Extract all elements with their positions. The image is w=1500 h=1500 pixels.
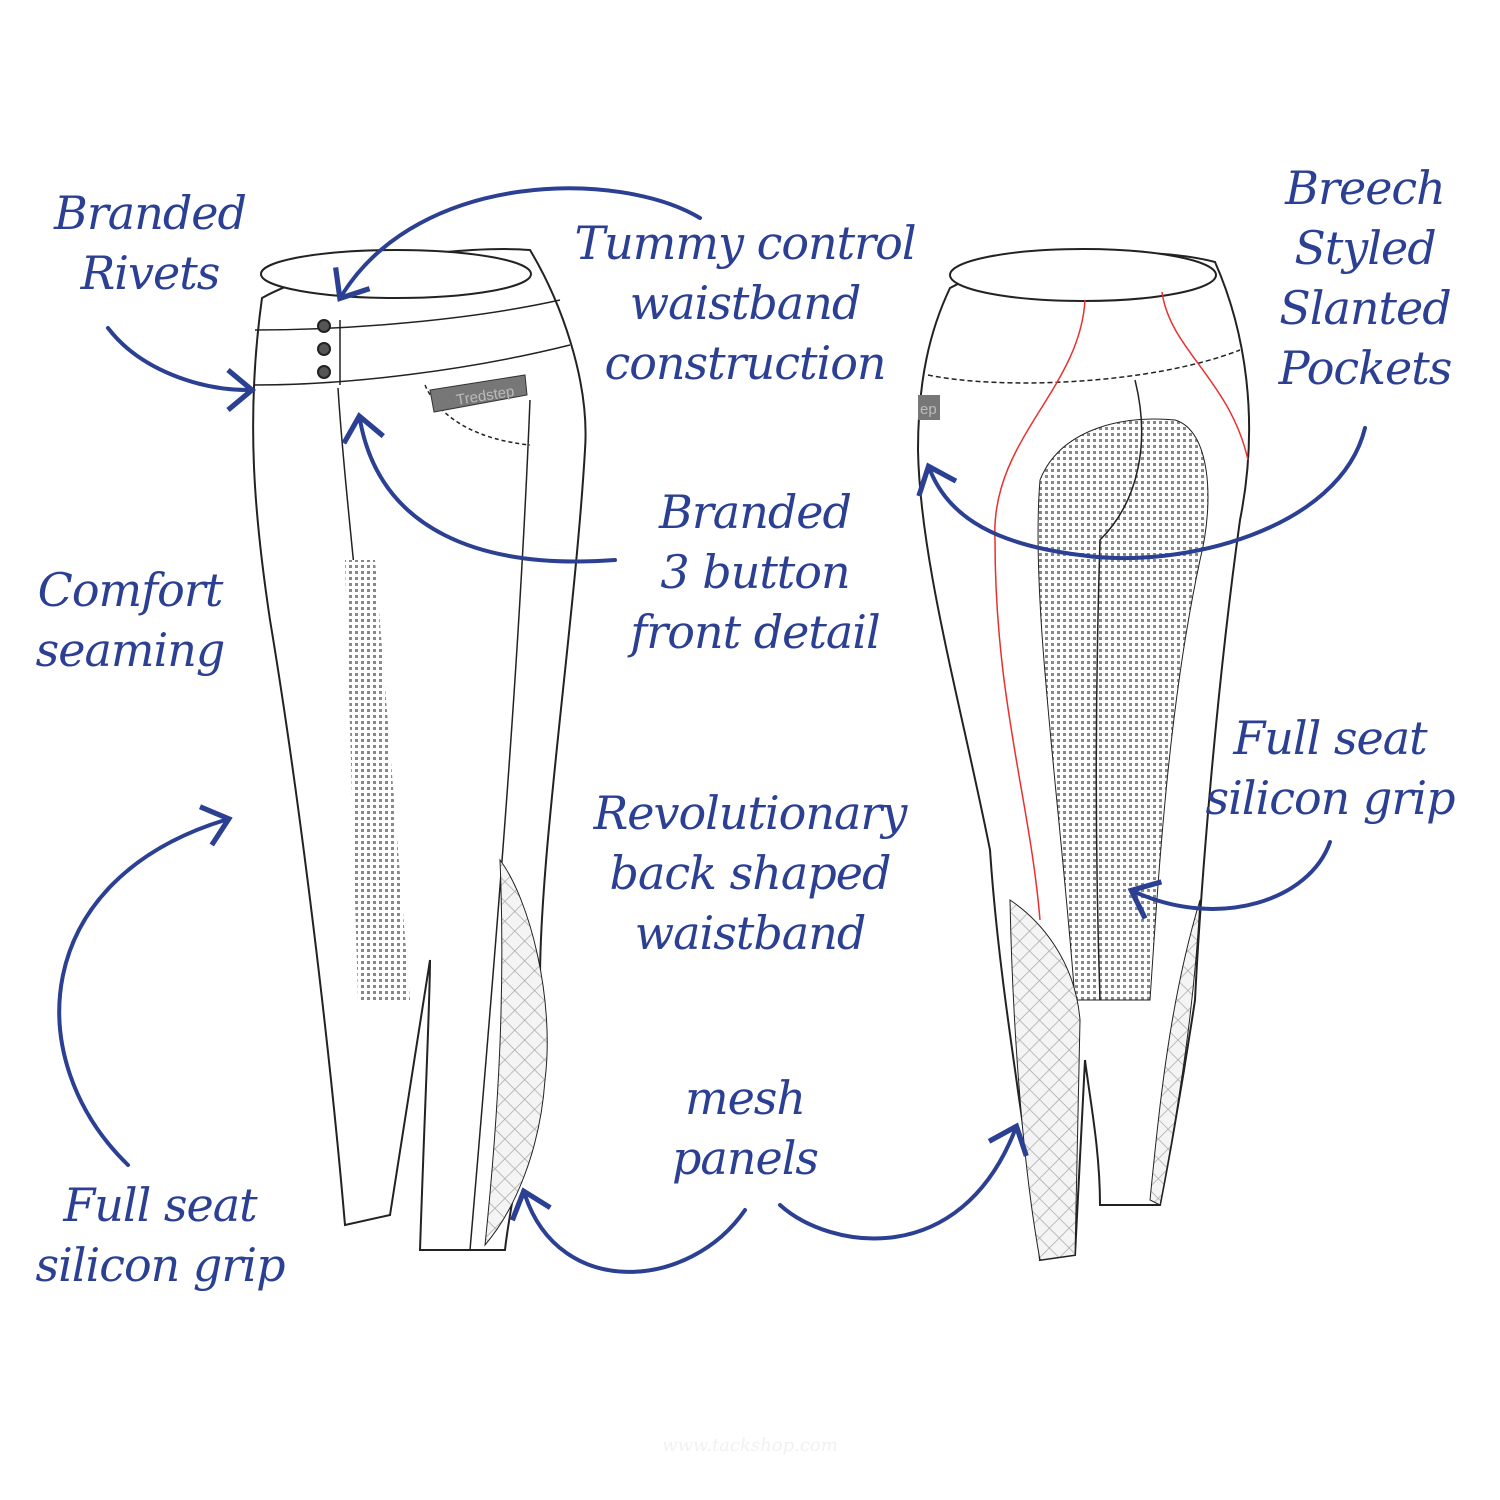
label-mesh-panels: mesh panels <box>671 1071 819 1185</box>
back-brand-label: ep <box>920 401 937 418</box>
arrow-mesh-left <box>509 1187 747 1274</box>
arrow-mesh-right <box>778 1122 1029 1241</box>
arrow-buttons <box>341 412 617 564</box>
arrow-rivets <box>106 326 257 412</box>
callout-arrows <box>57 186 1367 1274</box>
label-tummy-control: Tummy control waistband construction <box>574 216 916 390</box>
arrow-tummy <box>333 186 702 302</box>
arrow-fullseat-left <box>57 804 233 1167</box>
back-pants: ep <box>916 248 1251 1262</box>
arrow-pockets <box>916 426 1367 561</box>
front-pants: Tredstep <box>252 248 587 1251</box>
arrow-fullseat-right <box>1127 840 1332 920</box>
label-button-detail: Branded 3 button front detail <box>630 485 880 659</box>
watermark: www.tackshop.com <box>662 1435 838 1456</box>
label-full-seat-right: Full seat silicon grip <box>1205 711 1455 825</box>
label-comfort-seaming: Comfort seaming <box>35 563 226 677</box>
label-full-seat-left: Full seat silicon grip <box>35 1178 285 1292</box>
label-branded-rivets: Branded Rivets <box>54 186 247 300</box>
label-back-waistband: Revolutionary back shaped waistband <box>593 786 908 960</box>
label-breech-pockets: Breech Styled Slanted Pockets <box>1278 161 1453 395</box>
